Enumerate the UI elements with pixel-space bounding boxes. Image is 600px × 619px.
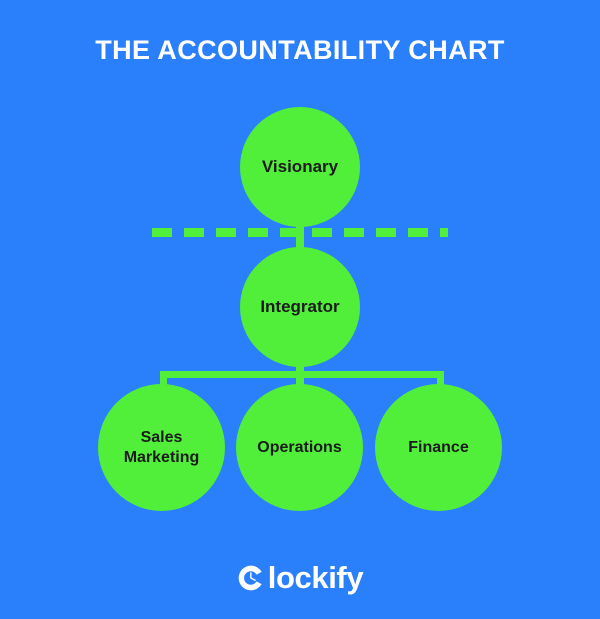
connector-bracket-leg-left: [160, 371, 167, 393]
node-finance-label: Finance: [408, 438, 469, 456]
node-integrator-label: Integrator: [260, 296, 340, 316]
node-operations[interactable]: Operations: [236, 384, 363, 511]
node-sales-marketing[interactable]: Sales Marketing: [98, 384, 225, 511]
node-sales-marketing-label-line1: Sales: [140, 428, 183, 446]
node-visionary[interactable]: Visionary: [240, 107, 360, 227]
page-title: THE ACCOUNTABILITY CHART: [95, 35, 505, 65]
brand-logo[interactable]: lockify: [0, 562, 600, 593]
connector-bracket-leg-right: [437, 371, 444, 393]
node-operations-label: Operations: [257, 438, 342, 456]
node-visionary-label: Visionary: [261, 156, 339, 176]
clockify-c-clock-icon: [238, 565, 262, 591]
dashed-divider-line: [152, 228, 448, 237]
node-sales-marketing-label: Sales Marketing: [118, 428, 206, 467]
node-integrator[interactable]: Integrator: [240, 247, 360, 367]
connector-bracket-leg-center: [296, 371, 304, 393]
connector-integrator-to-bracket: [296, 360, 304, 378]
node-finance[interactable]: Finance: [375, 384, 502, 511]
node-sales-marketing-label-line2: Marketing: [123, 448, 200, 466]
brand-wordmark: lockify: [267, 560, 364, 595]
